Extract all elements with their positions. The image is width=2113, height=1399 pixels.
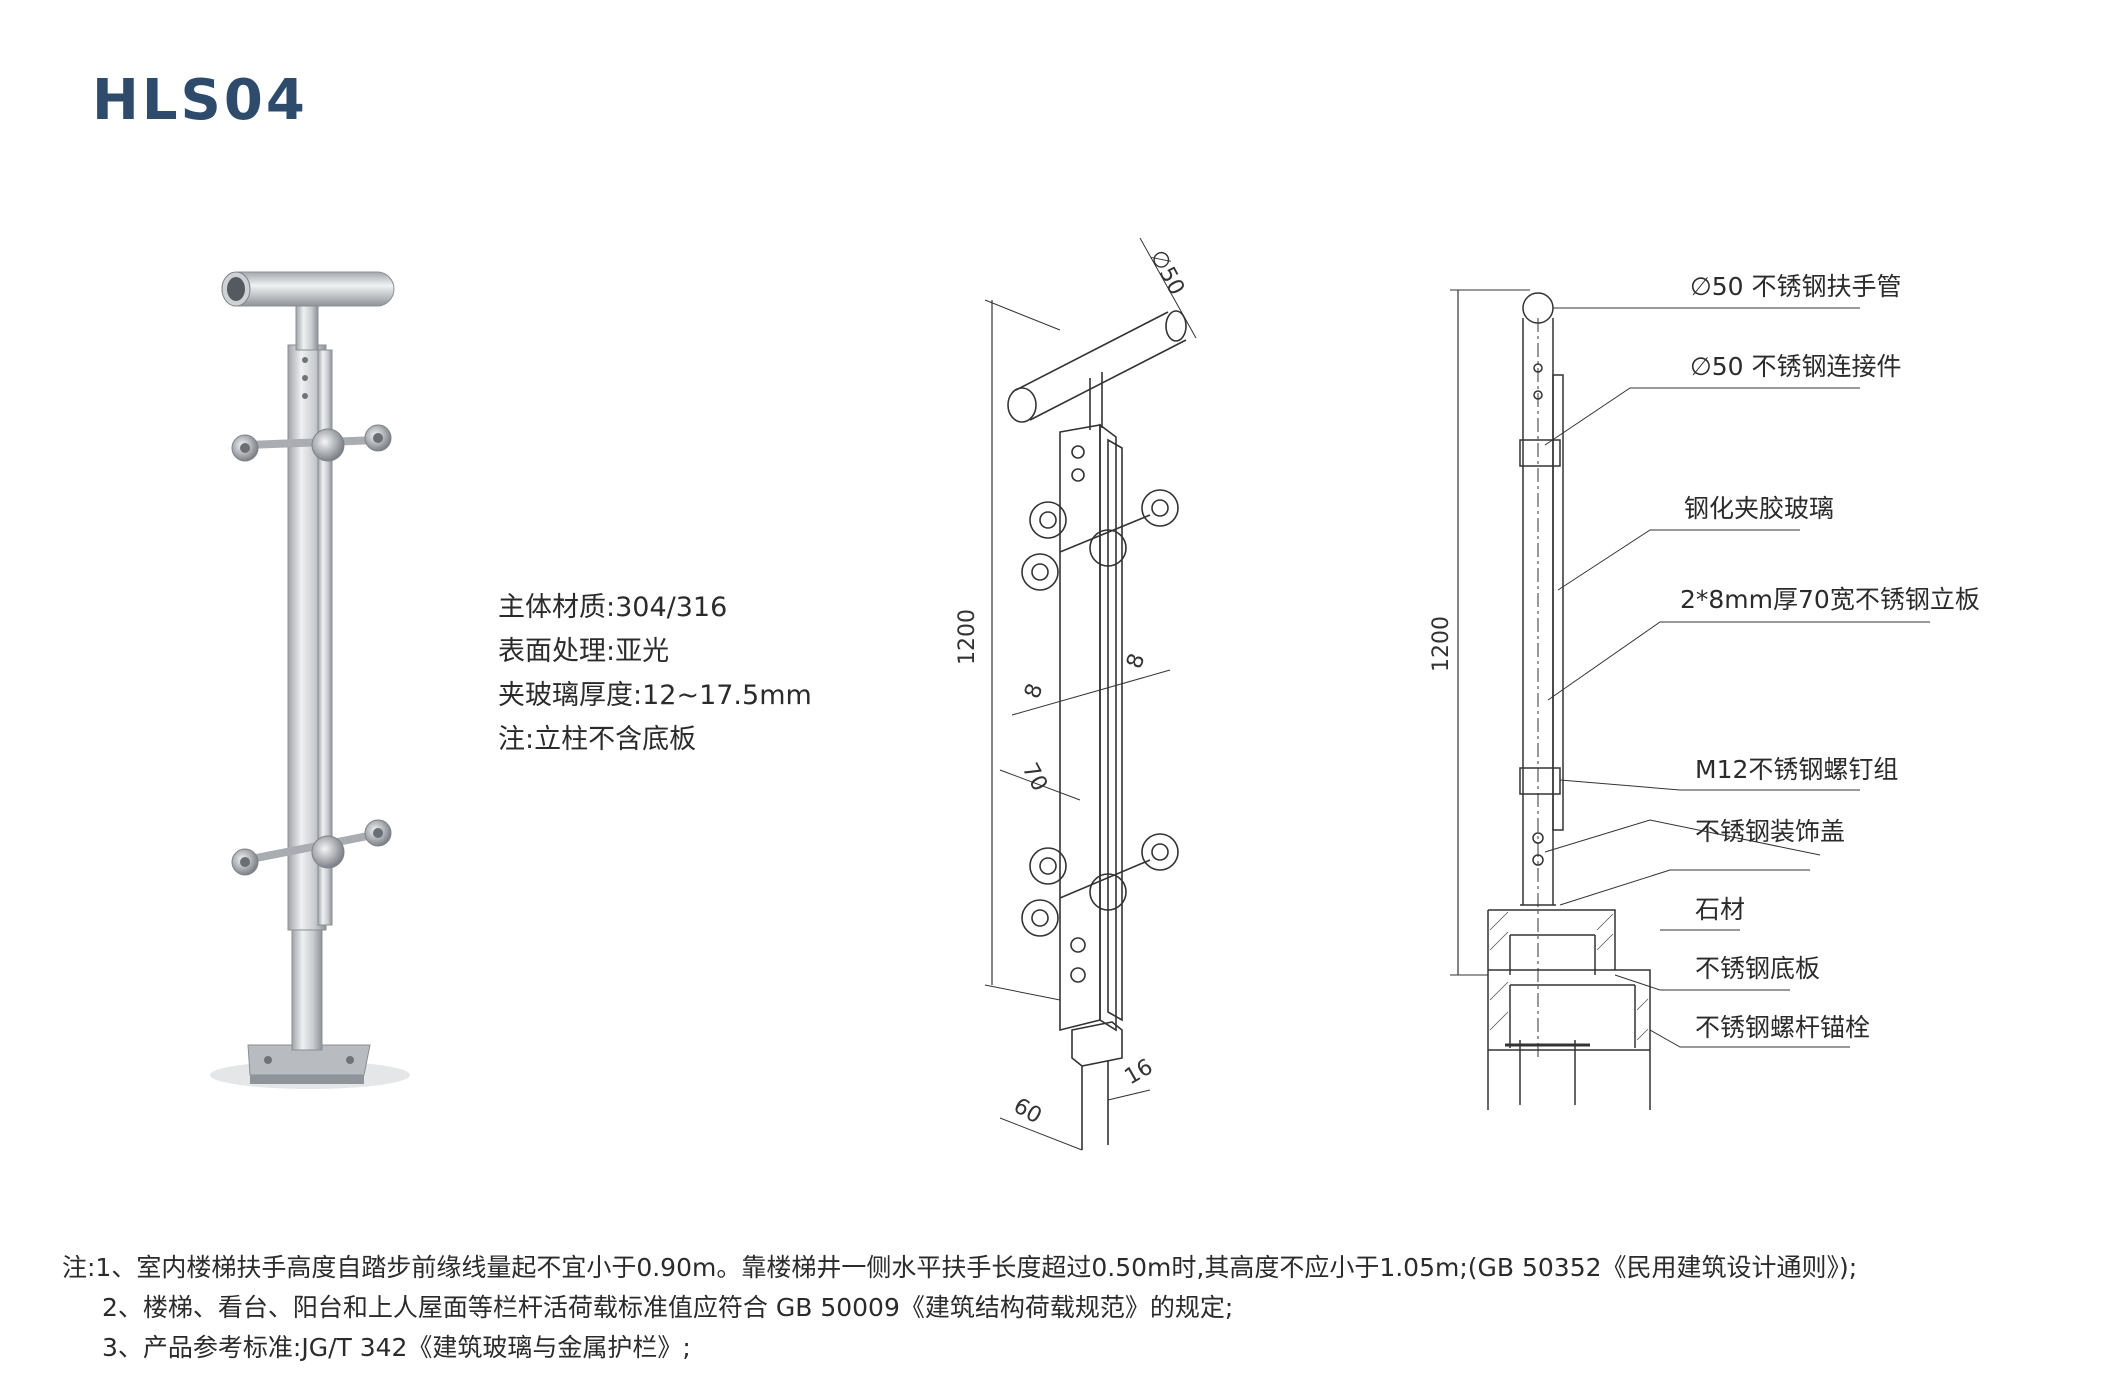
label-stone: 石材 (1695, 895, 1745, 924)
label-handrail-tube: ∅50 不锈钢扶手管 (1690, 272, 1902, 301)
spec-glass-thickness: 夹玻璃厚度:12~17.5mm (498, 680, 812, 711)
stone-hatch (1489, 911, 1649, 1041)
label-base-plate: 不锈钢底板 (1695, 954, 1820, 983)
label-screw-set: M12不锈钢螺钉组 (1695, 755, 1898, 784)
label-upright-plate: 2*8mm厚70宽不锈钢立板 (1680, 585, 1980, 614)
notes-block: 注:1、室内楼梯扶手高度自踏步前缘线量起不宜小于0.90m。靠楼梯井一侧水平扶手… (62, 1248, 1857, 1368)
dim-section-height: 1200 (1429, 616, 1454, 672)
note-2: 2、楼梯、看台、阳台和上人屋面等栏杆活荷载标准值应符合 GB 50009《建筑结… (102, 1293, 1234, 1322)
note-1: 注:1、室内楼梯扶手高度自踏步前缘线量起不宜小于0.90m。靠楼梯井一侧水平扶手… (62, 1253, 1858, 1282)
upper-spider-fitting (231, 424, 392, 462)
spec-list: 主体材质:304/316 表面处理:亚光 夹玻璃厚度:12~17.5mm 注:立… (498, 586, 812, 762)
label-anchor-bolt: 不锈钢螺杆锚栓 (1695, 1013, 1870, 1042)
dim-height: 1200 (955, 609, 980, 665)
dim-plate-width: 70 (1017, 759, 1052, 795)
label-laminated-glass: 钢化夹胶玻璃 (1684, 494, 1834, 523)
section-drawing (1450, 289, 1930, 1110)
dim-diameter: ∅50 (1145, 246, 1189, 299)
dim-post-depth: 16 (1121, 1055, 1158, 1091)
label-decorative-cap: 不锈钢装饰盖 (1695, 817, 1845, 846)
product-render (210, 271, 410, 1089)
note-3: 3、产品参考标准:JG/T 342《建筑玻璃与金属护栏》; (102, 1333, 691, 1362)
page-title: HLS04 (92, 68, 308, 133)
label-connector: ∅50 不锈钢连接件 (1690, 352, 1902, 381)
spec-finish: 表面处理:亚光 (498, 636, 670, 667)
spec-material: 主体材质:304/316 (498, 592, 728, 623)
dim-plate-thickness-b: 8 (1122, 650, 1150, 672)
isometric-drawing (984, 237, 1197, 1151)
dim-plate-thickness-a: 8 (1020, 680, 1048, 702)
lower-spider-fitting (231, 819, 392, 876)
spec-note: 注:立柱不含底板 (498, 724, 697, 755)
